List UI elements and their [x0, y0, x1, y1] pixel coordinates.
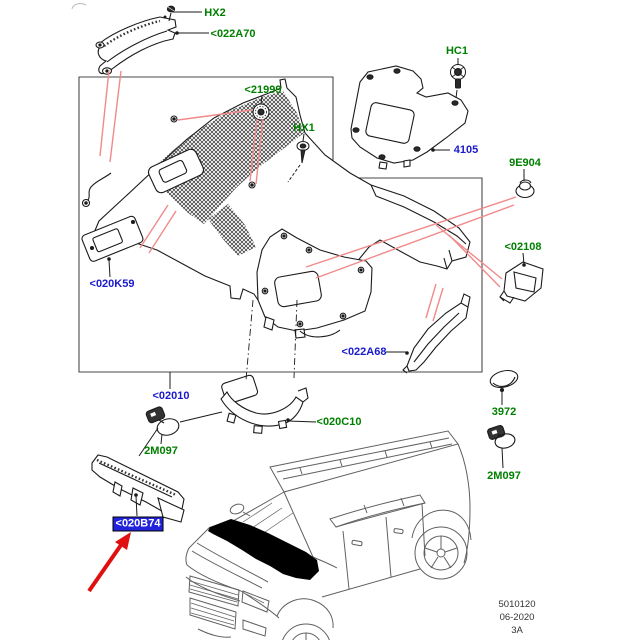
clip-icon-2m097-left — [145, 406, 180, 436]
part-label-21999[interactable]: <21999 — [244, 84, 282, 96]
grommet-icon-3972 — [489, 369, 519, 393]
part-label-9e904[interactable]: 9E904 — [509, 157, 541, 169]
part-label-020c10[interactable]: <020C10 — [316, 416, 362, 428]
grommet-icon-21999 — [252, 103, 270, 121]
part-label-hc1[interactable]: HC1 — [445, 45, 469, 57]
part-bracket-020b74 — [91, 454, 185, 523]
part-extension-022a68 — [402, 293, 471, 374]
car-headlamp — [241, 590, 270, 613]
part-bracket-022a70 — [95, 5, 177, 75]
part-label-hx1[interactable]: HX1 — [293, 122, 315, 134]
part-panel-4105 — [350, 65, 469, 170]
part-bracket-02108 — [499, 261, 544, 304]
part-label-020k59[interactable]: <020K59 — [89, 278, 135, 290]
car-rear-wheel — [414, 526, 468, 580]
stray-mark — [71, 3, 87, 10]
vehicle-illustration — [185, 430, 472, 640]
car-side-windows — [329, 494, 426, 528]
insulation-hatch-lower — [208, 204, 256, 256]
part-cowl-panel-main — [81, 78, 471, 323]
callout-lines-pink — [99, 69, 517, 322]
part-label-2m097-left[interactable]: 2M097 — [144, 445, 178, 457]
clip-icon-2m097-right — [487, 425, 516, 449]
car-roof — [269, 430, 459, 493]
projection-lines — [245, 299, 298, 381]
part-label-022a70[interactable]: <022A70 — [210, 28, 256, 40]
fastener-icon-hc1 — [450, 58, 466, 99]
car-cowl-highlight-area — [208, 519, 319, 580]
part-pad-020k59 — [81, 215, 144, 262]
part-label-4105[interactable]: 4105 — [453, 144, 479, 156]
doc-date: 06-2020 — [499, 612, 535, 623]
part-label-022a68[interactable]: <022A68 — [341, 346, 387, 358]
part-label-02010[interactable]: <02010 — [152, 390, 190, 402]
car-front-wheel — [282, 623, 330, 640]
grommet-icon-9e904 — [515, 179, 535, 199]
part-label-020b74-selected[interactable]: <020B74 — [112, 516, 164, 532]
part-label-3972[interactable]: 3972 — [491, 406, 517, 418]
leader-lines — [107, 11, 526, 517]
part-label-2m097-right[interactable]: 2M097 — [487, 470, 521, 482]
car-mirror — [229, 503, 245, 515]
panel-access-pad — [147, 148, 205, 194]
part-center-insulator-panel — [256, 228, 373, 339]
screw-icon-hx1 — [287, 141, 310, 183]
panel-wire-clip — [87, 172, 112, 201]
part-label-hx2[interactable]: HX2 — [204, 7, 226, 19]
assembly-frame-02010 — [78, 76, 483, 373]
doc-sheet: 3A — [511, 625, 523, 636]
doc-number: 5010120 — [498, 599, 536, 610]
car-grille — [188, 575, 240, 607]
insulation-hatch-main — [150, 91, 304, 224]
bolt-icon-hx2 — [166, 5, 176, 22]
part-label-02108[interactable]: <02108 — [504, 241, 542, 253]
part-tray-020c10 — [220, 374, 309, 434]
selection-arrow — [87, 532, 131, 593]
